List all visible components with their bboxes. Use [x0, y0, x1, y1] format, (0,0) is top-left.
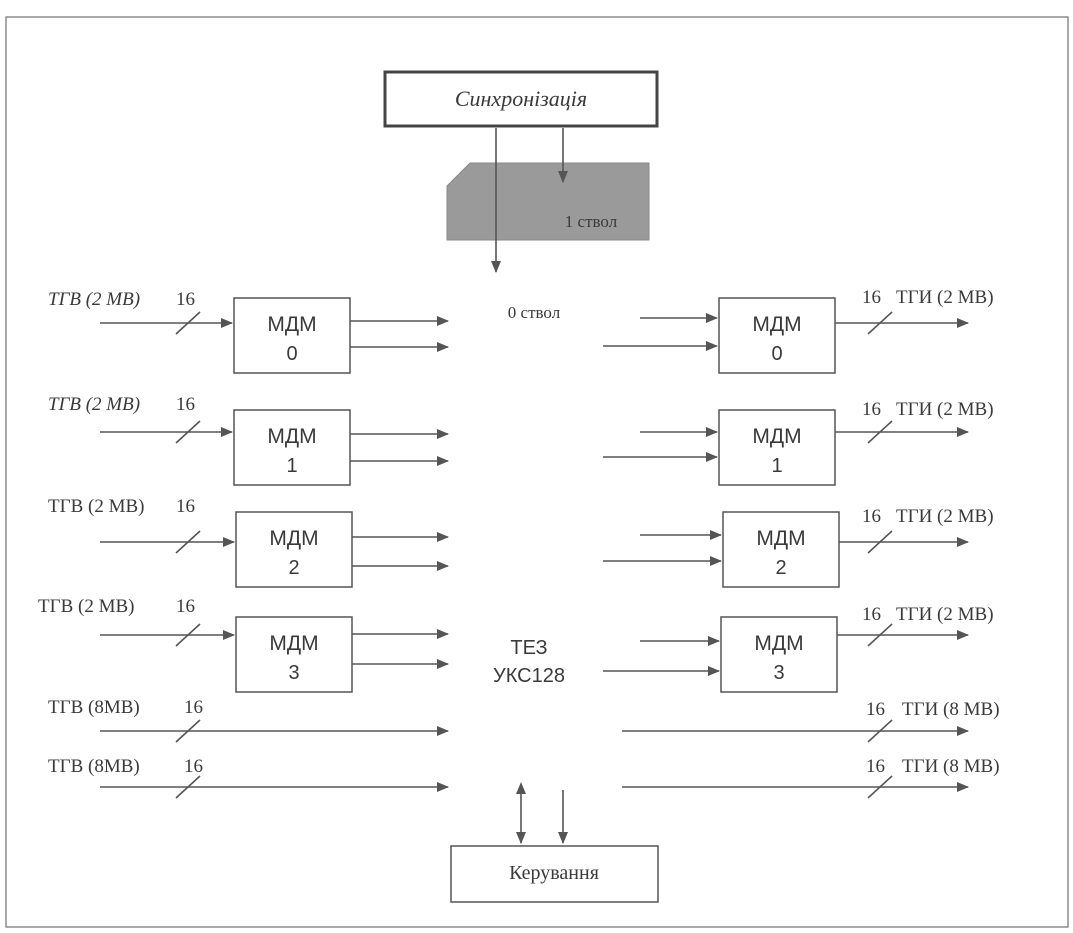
mdm-left-3	[235, 616, 353, 693]
control-block	[450, 845, 659, 903]
sync-label: Синхронізація	[455, 86, 587, 111]
mdm-left-3-name: МДМ	[269, 632, 318, 655]
mdm-left-2	[235, 511, 353, 588]
direct-input-label-1: ТГВ (8МВ)	[48, 756, 140, 777]
mdm-right-0	[718, 297, 836, 374]
core-label-line2: УКС128	[493, 665, 565, 687]
input-width-2: 16	[176, 496, 195, 517]
input-bus-tick-1	[175, 420, 201, 444]
output-width-0: 16	[862, 287, 881, 308]
direct-output-label-0: ТГИ (8 МВ)	[902, 699, 1000, 720]
core-label-line1: ТЕЗ	[510, 637, 547, 659]
sync-block	[383, 70, 659, 128]
input-label-0: ТГВ (2 МВ)	[48, 289, 140, 310]
input-bus-tick-2	[175, 530, 201, 554]
mdm-left-2-index: 2	[288, 557, 299, 579]
output-width-1: 16	[862, 399, 881, 420]
mdm-left-1	[233, 409, 351, 486]
input-bus-tick-0	[175, 311, 201, 335]
output-bus-tick-0	[867, 311, 893, 335]
control-label: Керування	[509, 862, 599, 884]
input-label-2: ТГВ (2 МВ)	[48, 496, 144, 517]
direct-output-width-1: 16	[866, 756, 885, 777]
mdm-right-1-name: МДМ	[752, 425, 801, 448]
direct-input-width-0: 16	[184, 697, 203, 718]
direct-output-label-1: ТГИ (8 МВ)	[902, 756, 1000, 777]
direct-output-width-0: 16	[866, 699, 885, 720]
diagram-frame	[5, 16, 1069, 928]
mdm-left-0-name: МДМ	[267, 313, 316, 336]
mdm-right-2-index: 2	[775, 557, 786, 579]
output-label-3: ТГИ (2 МВ)	[896, 604, 994, 625]
output-bus-tick-2	[867, 530, 893, 554]
output-label-2: ТГИ (2 МВ)	[896, 506, 994, 527]
output-label-0: ТГИ (2 МВ)	[896, 287, 994, 308]
input-label-3: ТГВ (2 МВ)	[38, 596, 134, 617]
trunk-0-label: 0 ствол	[508, 303, 561, 322]
direct-input-tick-0	[175, 719, 201, 743]
input-bus-tick-3	[175, 623, 201, 647]
input-width-1: 16	[176, 394, 195, 415]
mdm-left-1-name: МДМ	[267, 425, 316, 448]
mdm-right-3-name: МДМ	[754, 632, 803, 655]
trunk-1-block	[446, 162, 650, 241]
mdm-right-0-name: МДМ	[752, 313, 801, 336]
direct-output-tick-1	[867, 775, 893, 799]
output-bus-tick-1	[867, 420, 893, 444]
mdm-left-0-index: 0	[286, 343, 297, 365]
mdm-left-0	[233, 297, 351, 374]
mdm-right-0-index: 0	[771, 343, 782, 365]
mdm-right-3-index: 3	[773, 662, 784, 684]
mdm-left-3-index: 3	[288, 662, 299, 684]
output-width-2: 16	[862, 506, 881, 527]
trunk-1-label: 1 ствол	[565, 212, 618, 231]
input-width-0: 16	[176, 289, 195, 310]
mdm-left-2-name: МДМ	[269, 527, 318, 550]
direct-input-tick-1	[175, 775, 201, 799]
direct-output-tick-0	[867, 719, 893, 743]
mdm-right-1-index: 1	[771, 455, 782, 477]
output-label-1: ТГИ (2 МВ)	[896, 399, 994, 420]
direct-input-label-0: ТГВ (8МВ)	[48, 697, 140, 718]
direct-input-width-1: 16	[184, 756, 203, 777]
mdm-left-1-index: 1	[286, 455, 297, 477]
mdm-right-2	[722, 511, 840, 588]
mdm-right-3	[720, 616, 838, 693]
mdm-right-2-name: МДМ	[756, 527, 805, 550]
mdm-right-1	[718, 409, 836, 486]
output-bus-tick-3	[867, 623, 893, 647]
input-label-1: ТГВ (2 МВ)	[48, 394, 140, 415]
input-width-3: 16	[176, 596, 195, 617]
output-width-3: 16	[862, 604, 881, 625]
